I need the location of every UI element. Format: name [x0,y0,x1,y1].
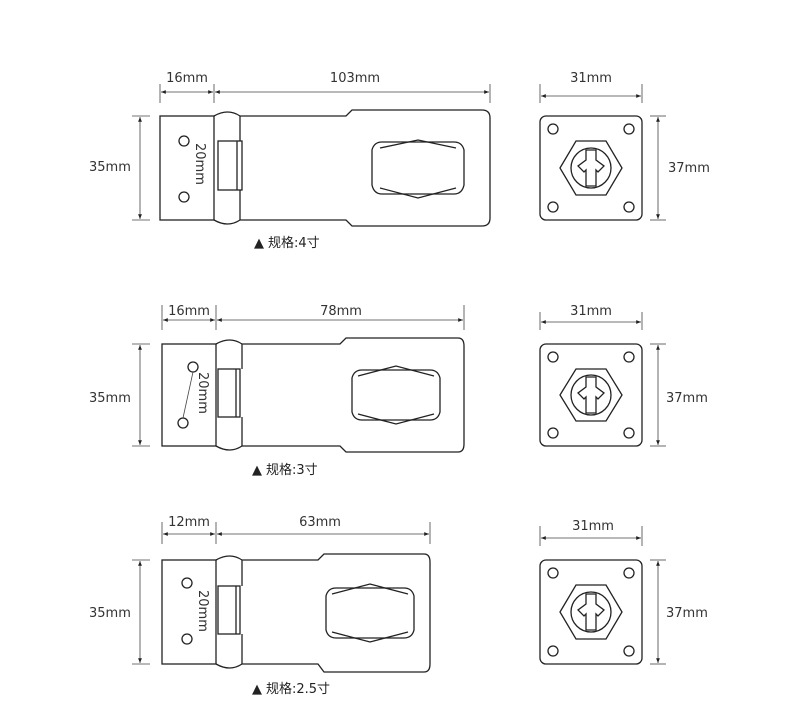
row-1-hasp: 20mm [159,109,491,227]
row-2-hasp-length: 78mm [320,304,362,319]
row-2-height: 35mm [89,391,131,406]
row-1-hole-spacing: 20mm [192,143,207,185]
row-2-staple: 31mm 37mm [539,304,708,447]
row-3-staple-width: 31mm [572,519,614,534]
row-2-spec: ▲ 规格:3寸 [252,462,318,478]
row-1-staple: 31mm 37mm [539,71,710,221]
row-3: 12mm 63mm 35mm 20mm 31mm [89,515,708,697]
row-3-spec-marker: ▲ [252,682,262,697]
row-1-spec-label: 规格:4寸 [268,235,320,251]
row-2-hasp: 20mm [161,337,465,453]
row-1-dimensions: 16mm 103mm 35mm [89,71,491,221]
row-3-spec-label: 规格:2.5寸 [266,681,330,697]
row-1-height: 35mm [89,160,131,175]
row-1-staple-width: 31mm [570,71,612,86]
row-1-spec: ▲ 规格:4寸 [254,235,320,251]
row-3-dimensions: 12mm 63mm 35mm [89,515,431,665]
row-1: 16mm 103mm 35mm 20mm 31mm [89,71,710,251]
row-3-staple: 31mm 37mm [539,519,708,665]
row-3-hinge-width: 12mm [168,515,210,530]
row-2: 16mm 78mm 35mm 20mm 31mm [89,304,708,478]
row-2-spec-marker: ▲ [252,463,262,478]
row-3-hasp: 20mm [161,553,431,673]
row-3-hasp-length: 63mm [299,515,341,530]
row-2-hole-spacing: 20mm [195,372,210,414]
row-1-hasp-length: 103mm [330,71,380,86]
row-1-spec-marker: ▲ [254,236,264,251]
row-2-staple-width: 31mm [570,304,612,319]
row-2-staple-height: 37mm [666,391,708,406]
row-2-spec-label: 规格:3寸 [266,462,318,478]
row-2-dimensions: 16mm 78mm 35mm [89,304,465,447]
row-1-staple-height: 37mm [668,161,710,176]
row-3-hole-spacing: 20mm [195,590,210,632]
row-3-staple-height: 37mm [666,606,708,621]
row-3-height: 35mm [89,606,131,621]
row-3-spec: ▲ 规格:2.5寸 [252,681,330,697]
row-1-hinge-width: 16mm [166,71,208,86]
row-2-hinge-width: 16mm [168,304,210,319]
